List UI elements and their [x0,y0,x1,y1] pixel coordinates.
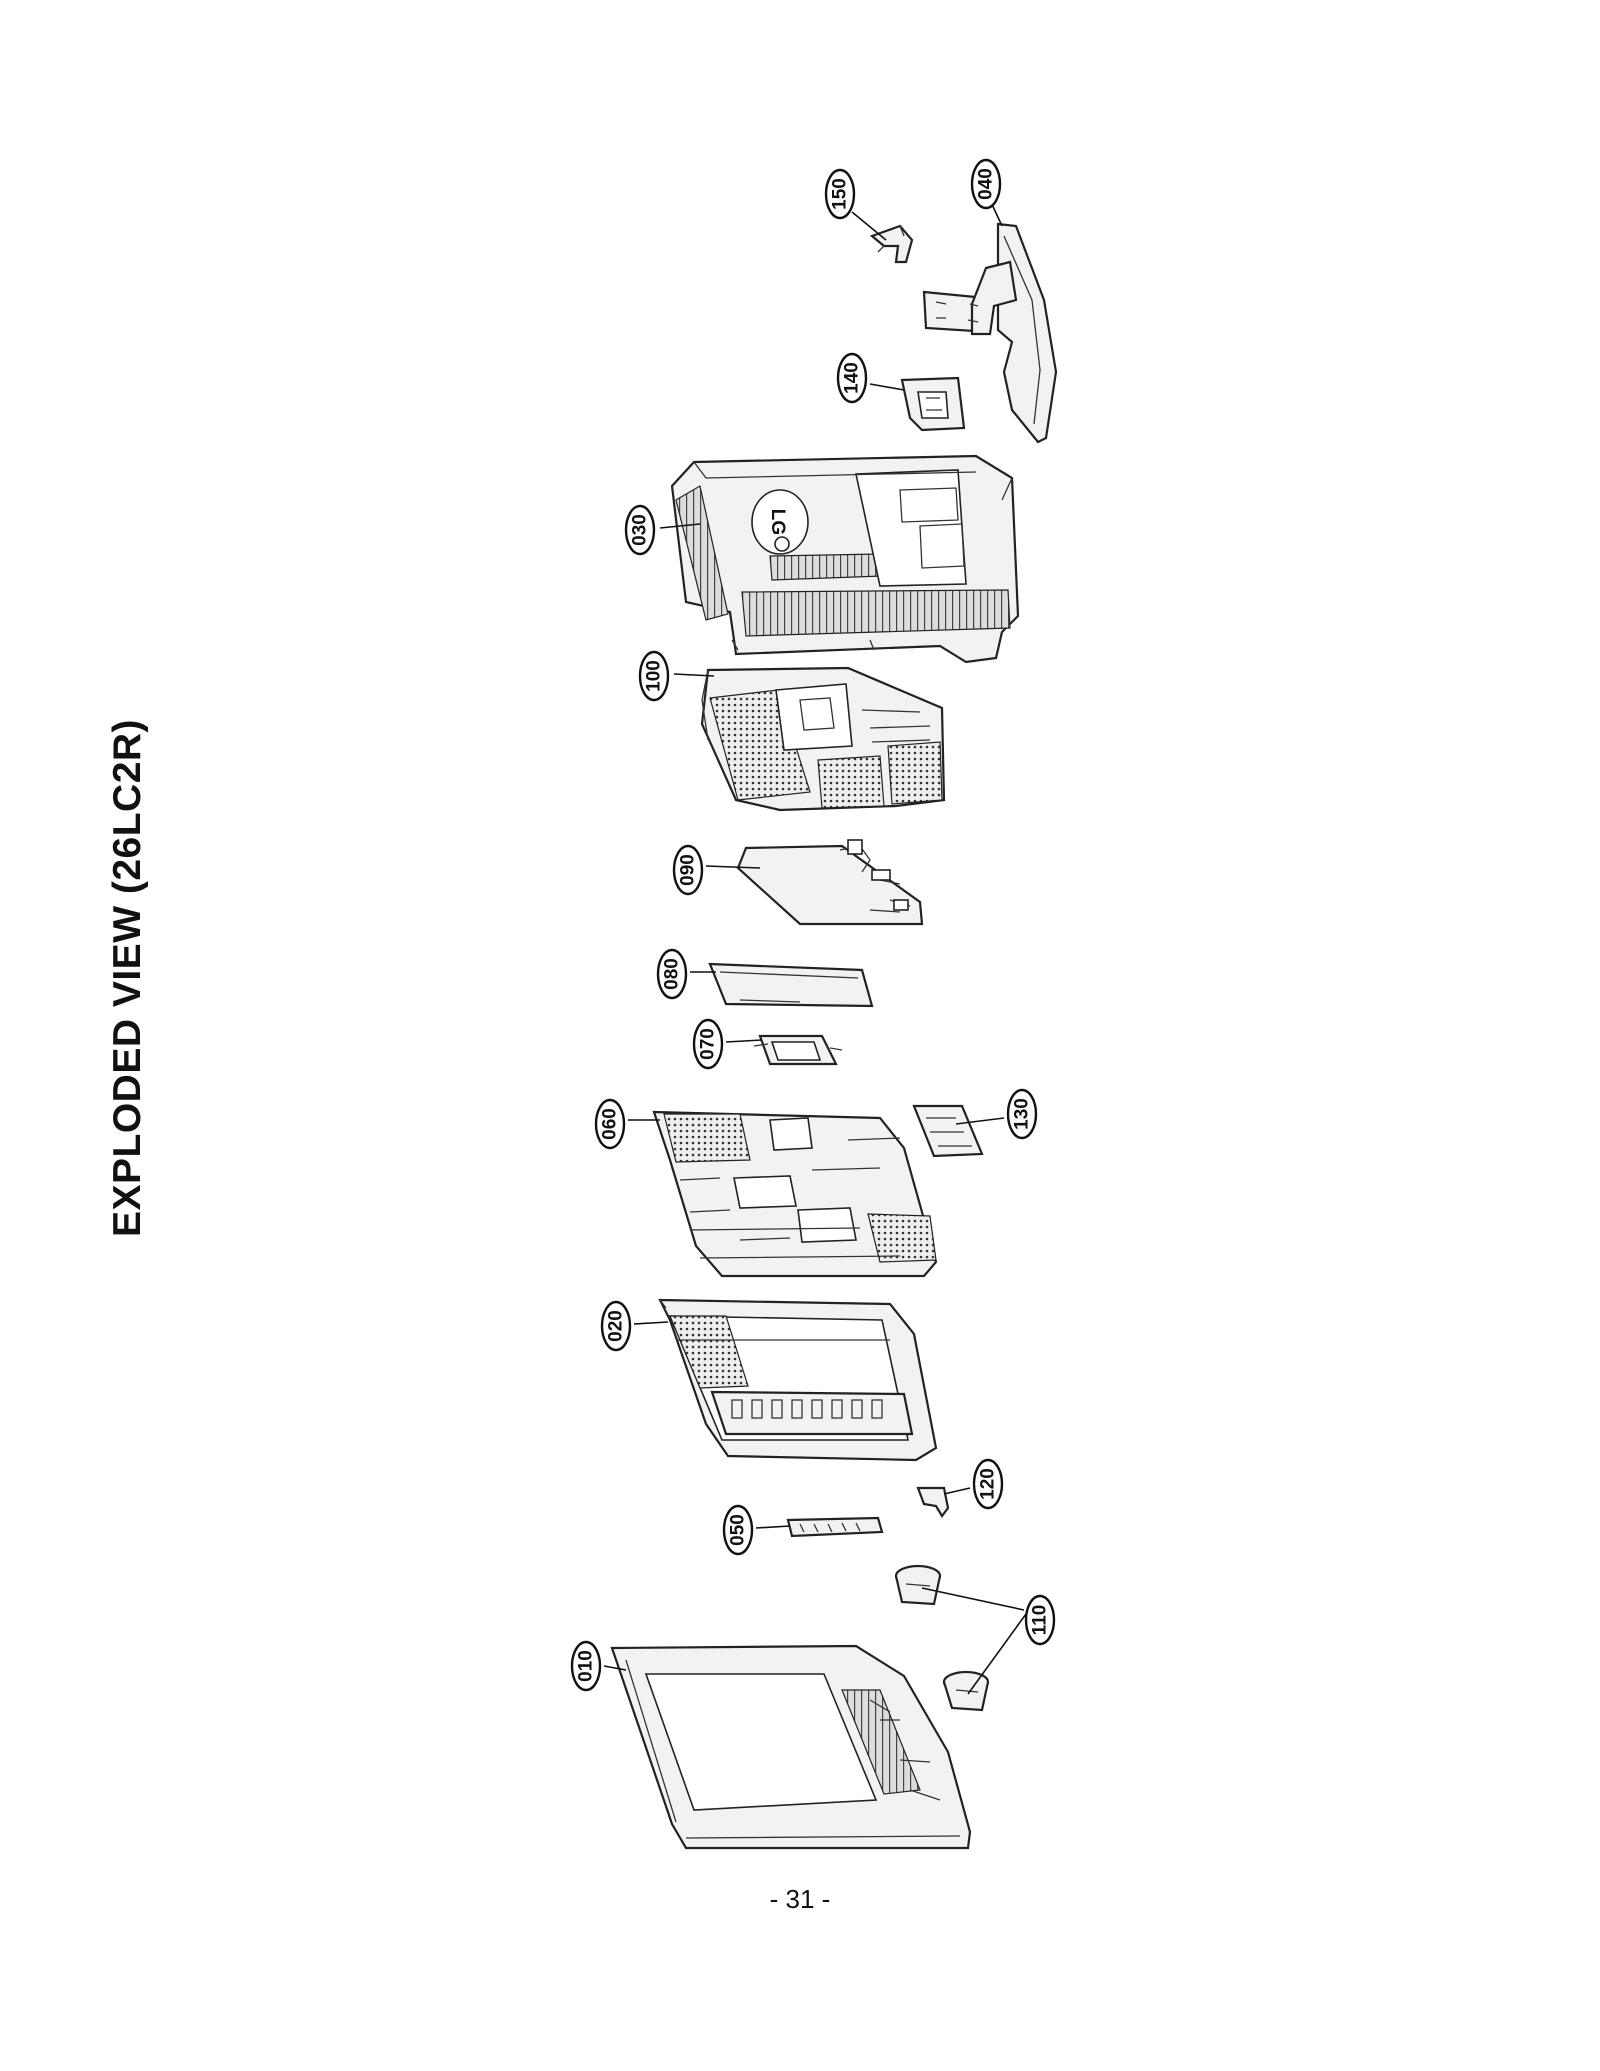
part-120-bracket [916,1486,950,1518]
callout-090: 090 [672,844,704,896]
callout-label: 120 [978,1468,999,1500]
part-060-main-frame [652,1110,938,1278]
part-150-cable-clip [869,224,914,264]
lg-logo: LG [767,509,788,535]
part-070-bracket [753,1034,843,1066]
callout-label: 110 [1030,1605,1051,1636]
callout-label: 130 [1012,1098,1033,1130]
part-050-key-board [786,1516,884,1538]
callout-080: 080 [656,948,688,1000]
callout-130: 130 [1006,1088,1038,1140]
callout-label: 080 [662,958,683,990]
callout-140: 140 [836,352,868,404]
callout-040: 040 [970,158,1002,210]
callout-150: 150 [824,168,856,220]
part-140-bracket [900,376,966,432]
callout-050: 050 [722,1504,754,1556]
callout-label: 070 [698,1028,719,1060]
callout-label: 050 [728,1514,749,1546]
callout-label: 140 [842,362,863,394]
callout-120: 120 [972,1458,1004,1510]
callout-030: 030 [624,504,656,556]
part-090-main-pcb [736,839,924,926]
callout-label: 100 [644,660,665,692]
callout-label: 020 [606,1310,627,1342]
callout-label: 040 [976,168,997,200]
callout-label: 030 [630,514,651,546]
callout-110: 110 [1024,1594,1056,1646]
callout-label: 090 [678,854,699,886]
callout-060: 060 [594,1098,626,1150]
callout-070: 070 [692,1018,724,1070]
callout-010: 010 [570,1640,602,1692]
callout-label: 060 [600,1108,621,1140]
part-020-lcd-module [658,1298,938,1462]
part-040-stand [922,222,1058,444]
part-110-speakers [894,1564,990,1712]
part-030-back-cover: LG [670,454,1020,664]
page-number: - 31 - [769,1884,831,1914]
callout-label: 010 [576,1650,597,1682]
part-010-front-cabinet [610,1644,972,1850]
part-130-small-board [912,1104,984,1158]
callout-label: 150 [830,178,851,210]
callout-020: 020 [600,1300,632,1352]
part-080-cover [708,962,874,1008]
part-100-shield [700,666,946,812]
callout-100: 100 [638,650,670,702]
